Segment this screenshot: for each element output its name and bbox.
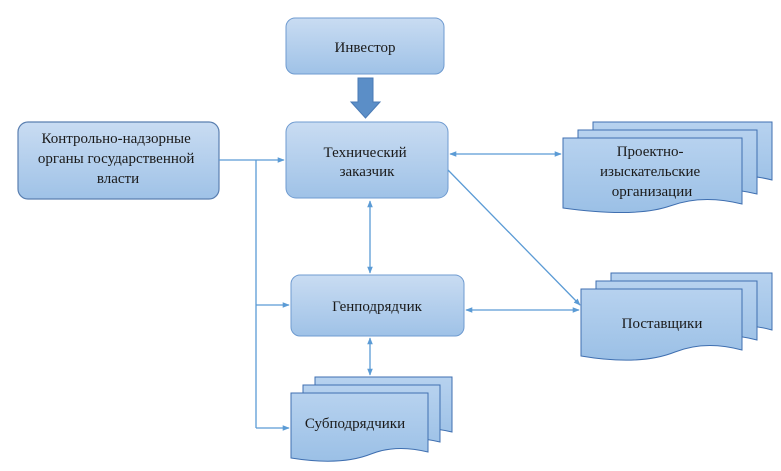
design-survey-orgs-line-1: Проектно- <box>617 144 684 160</box>
design-survey-orgs-line-2: изыскательские <box>600 164 701 180</box>
connectors <box>219 151 581 431</box>
investor-label: Инвестор <box>335 40 396 56</box>
connector-technical-customer-to-suppliers <box>447 169 581 306</box>
suppliers-label: Поставщики <box>622 316 703 332</box>
control-bodies-line-3: власти <box>97 171 139 187</box>
control-bodies-node: Контрольно-надзорные органы государствен… <box>17 121 220 200</box>
general-contractor-node: Генподрядчик <box>290 274 465 337</box>
technical-customer-line-1: Технический <box>324 145 407 161</box>
control-bodies-line-1: Контрольно-надзорные <box>41 131 191 147</box>
subcontractors-label: Субподрядчики <box>305 416 405 432</box>
design-survey-orgs-line-3: организации <box>612 184 693 200</box>
control-bodies-label: Контрольно-надзорные органы государствен… <box>38 131 198 187</box>
technical-customer-label: Технический заказчик <box>324 145 411 180</box>
design-survey-orgs-node: Проектно- изыскательские организации <box>562 121 773 214</box>
investor-node: Инвестор <box>285 17 445 75</box>
technical-customer-line-2: заказчик <box>340 164 395 180</box>
suppliers-node: Поставщики <box>580 272 773 361</box>
design-survey-orgs-label: Проектно- изыскательские организации <box>600 144 704 200</box>
general-contractor-label: Генподрядчик <box>332 299 423 315</box>
subcontractors-node: Субподрядчики <box>290 376 453 462</box>
technical-customer-node: Технический заказчик <box>285 121 449 199</box>
investor-down-arrow <box>349 77 382 119</box>
control-bodies-line-2: органы государственной <box>38 151 195 167</box>
